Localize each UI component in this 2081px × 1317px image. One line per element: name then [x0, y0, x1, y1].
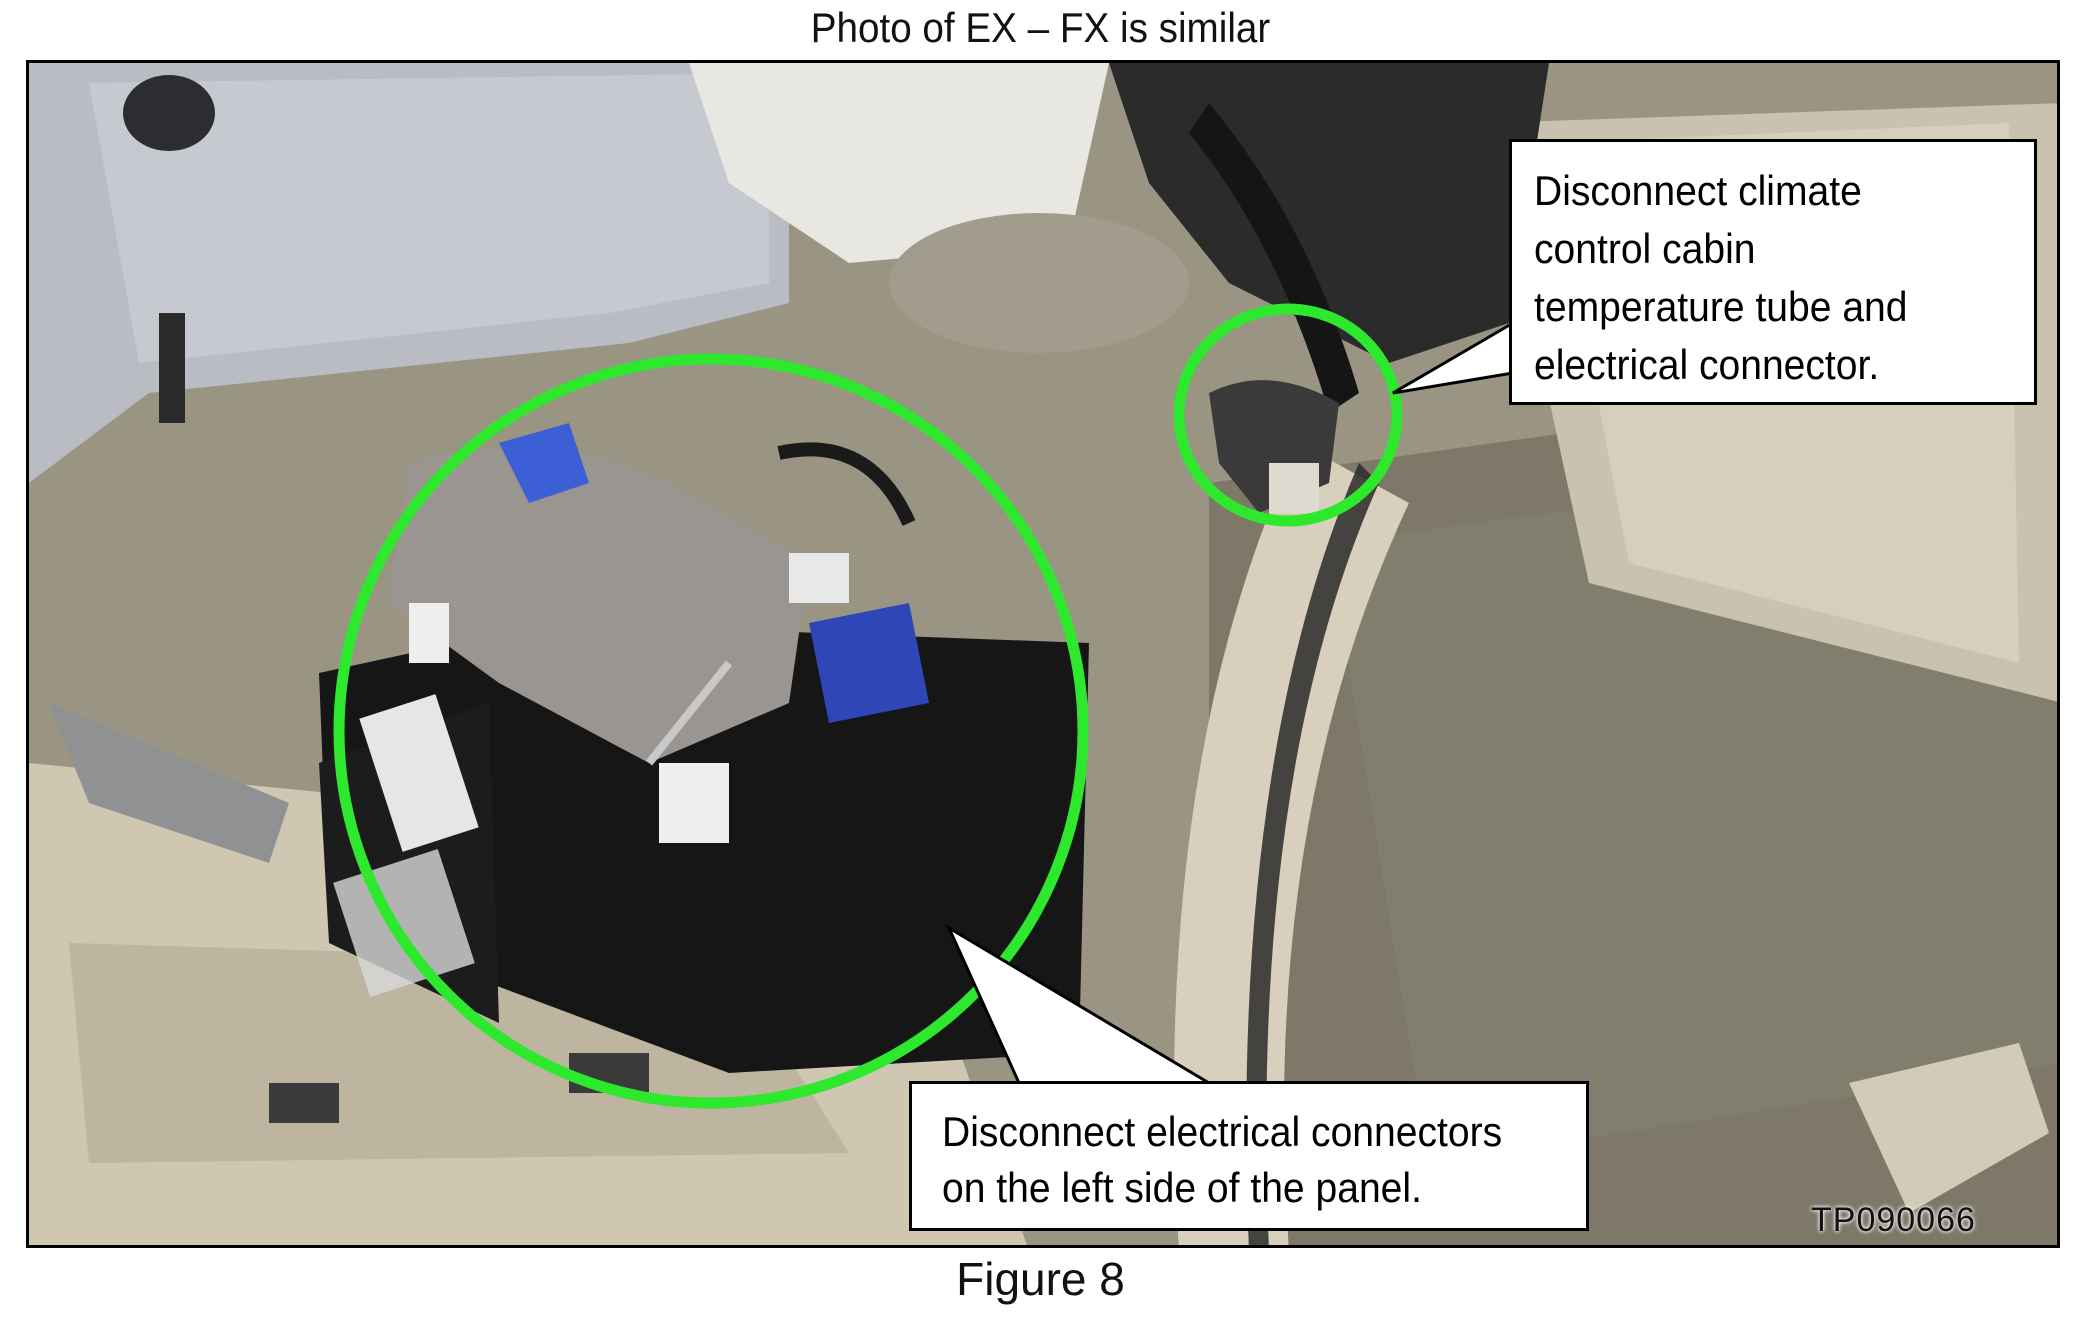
callout-climate-line: electrical connector. [1534, 341, 1880, 388]
photo-frame: Disconnect climate control cabin tempera… [26, 60, 2060, 1248]
callout-climate-line: temperature tube and [1534, 283, 1908, 330]
callout-climate-line: Disconnect climate [1534, 167, 1862, 214]
header-caption: Photo of EX – FX is similar [810, 4, 1271, 51]
figure-label: Figure 8 [956, 1253, 1125, 1305]
callout-connectors-line: on the left side of the panel. [942, 1164, 1422, 1211]
highlight-circle-climate [1173, 303, 1403, 527]
callout-climate-line: control cabin [1534, 225, 1756, 272]
callout-climate-sensor: Disconnect climate control cabin tempera… [1509, 139, 2037, 405]
highlight-circle-connectors [333, 353, 1089, 1109]
callout-connectors-line: Disconnect electrical connectors [942, 1108, 1503, 1155]
photo-watermark: TP090066 [1811, 1201, 1976, 1239]
callout-electrical-connectors: Disconnect electrical connectors on the … [909, 1081, 1589, 1231]
